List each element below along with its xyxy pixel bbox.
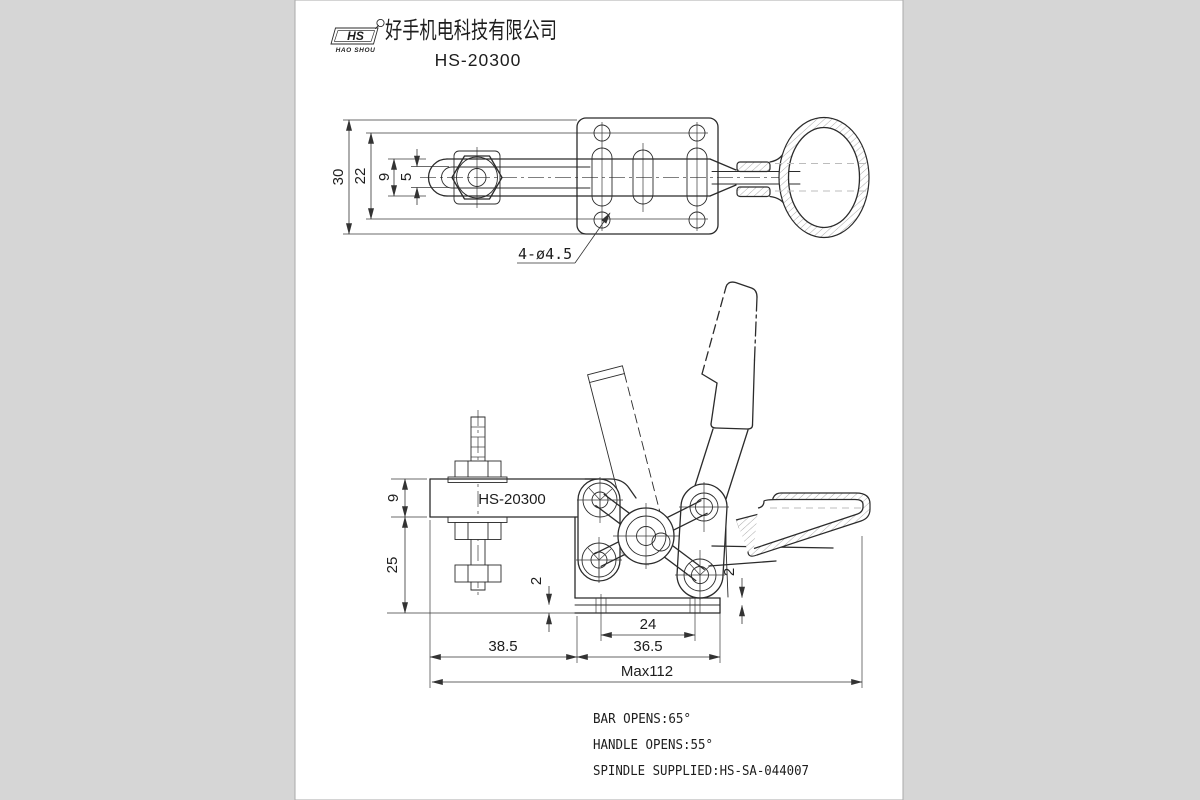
side-view: 9 25 2 2 24 38.5 bbox=[384, 281, 871, 688]
ring-inner bbox=[787, 126, 861, 229]
svg-text:25: 25 bbox=[384, 557, 401, 574]
dim-25: 25 bbox=[384, 516, 408, 614]
dim-30: 30 bbox=[330, 119, 588, 235]
handle-open-position bbox=[692, 281, 758, 500]
dim-36-5: 36.5 bbox=[576, 638, 721, 660]
spindle-assembly bbox=[447, 410, 508, 598]
company-name: 好手机电科技有限公司 bbox=[385, 17, 557, 43]
svg-text:2: 2 bbox=[721, 568, 738, 576]
logo-text: HS bbox=[347, 29, 364, 43]
top-view: 30 22 9 5 bbox=[330, 116, 872, 264]
dim-30-label: 30 bbox=[330, 169, 347, 186]
ring-handle-top bbox=[736, 116, 870, 239]
boss-bottom-left bbox=[576, 537, 622, 583]
ring-handle-side-inner bbox=[753, 498, 864, 550]
logo-parallelogram-inner bbox=[333, 30, 376, 42]
upper-nut bbox=[454, 460, 502, 479]
svg-text:9: 9 bbox=[385, 494, 402, 502]
svg-text:Max112: Max112 bbox=[621, 663, 673, 680]
mounting-plate-top bbox=[576, 117, 719, 235]
holes-callout: 4-ø4.5 bbox=[517, 212, 611, 264]
dim-5-label: 5 bbox=[398, 173, 415, 181]
logo-parallelogram-outer bbox=[330, 27, 379, 45]
dim-22: 22 bbox=[352, 132, 708, 220]
holes-callout-label: 4-ø4.5 bbox=[518, 245, 572, 263]
dim-9-top-label: 9 bbox=[376, 173, 393, 181]
bar-open-position bbox=[587, 365, 662, 518]
dim-9-side: 9 bbox=[385, 478, 408, 518]
spindle-nut-top bbox=[451, 150, 503, 205]
dim-2-right: 2 bbox=[721, 568, 745, 624]
bar-part-label: HS-20300 bbox=[478, 491, 546, 508]
dim-38-5: 38.5 bbox=[429, 638, 578, 660]
lower-nut bbox=[454, 522, 502, 540]
svg-text:24: 24 bbox=[640, 616, 657, 633]
spec-bar-opens: BAR OPENS:65° bbox=[593, 712, 691, 727]
logo-ring-icon bbox=[376, 18, 385, 28]
spec-notes: BAR OPENS:65° HANDLE OPENS:55° SPINDLE S… bbox=[593, 712, 809, 779]
boss-bottom-right bbox=[675, 550, 725, 600]
spec-handle-opens: HANDLE OPENS:55° bbox=[593, 738, 713, 753]
model-number-title: HS-20300 bbox=[435, 50, 522, 70]
dim-2-left: 2 bbox=[528, 577, 552, 632]
toggle-linkage bbox=[576, 477, 729, 600]
base-flange bbox=[574, 597, 721, 614]
logo-subtext: HAO SHOU bbox=[336, 47, 376, 54]
boss-top-left bbox=[577, 477, 623, 523]
lower-washer bbox=[447, 516, 508, 523]
bottom-nut bbox=[454, 564, 502, 583]
dim-22-label: 22 bbox=[352, 168, 369, 185]
header: HS HAO SHOU 好手机电科技有限公司 HS-20300 bbox=[330, 17, 557, 70]
dim-5: 5 bbox=[398, 149, 449, 205]
clamp-bar-side: HS-20300 bbox=[429, 478, 601, 518]
upper-washer bbox=[447, 476, 508, 483]
side-dims: 9 25 2 2 24 38.5 bbox=[384, 478, 863, 688]
svg-text:38.5: 38.5 bbox=[488, 638, 517, 655]
boss-handle-pivot bbox=[679, 482, 729, 532]
svg-text:36.5: 36.5 bbox=[633, 638, 662, 655]
svg-text:2: 2 bbox=[528, 577, 545, 585]
dim-24: 24 bbox=[600, 616, 696, 638]
spec-spindle-supplied: SPINDLE SUPPLIED:HS-SA-044007 bbox=[593, 764, 809, 779]
handle-closed-position bbox=[708, 492, 871, 567]
hao-shou-logo: HS HAO SHOU bbox=[330, 18, 385, 54]
dim-max112: Max112 bbox=[431, 663, 863, 685]
